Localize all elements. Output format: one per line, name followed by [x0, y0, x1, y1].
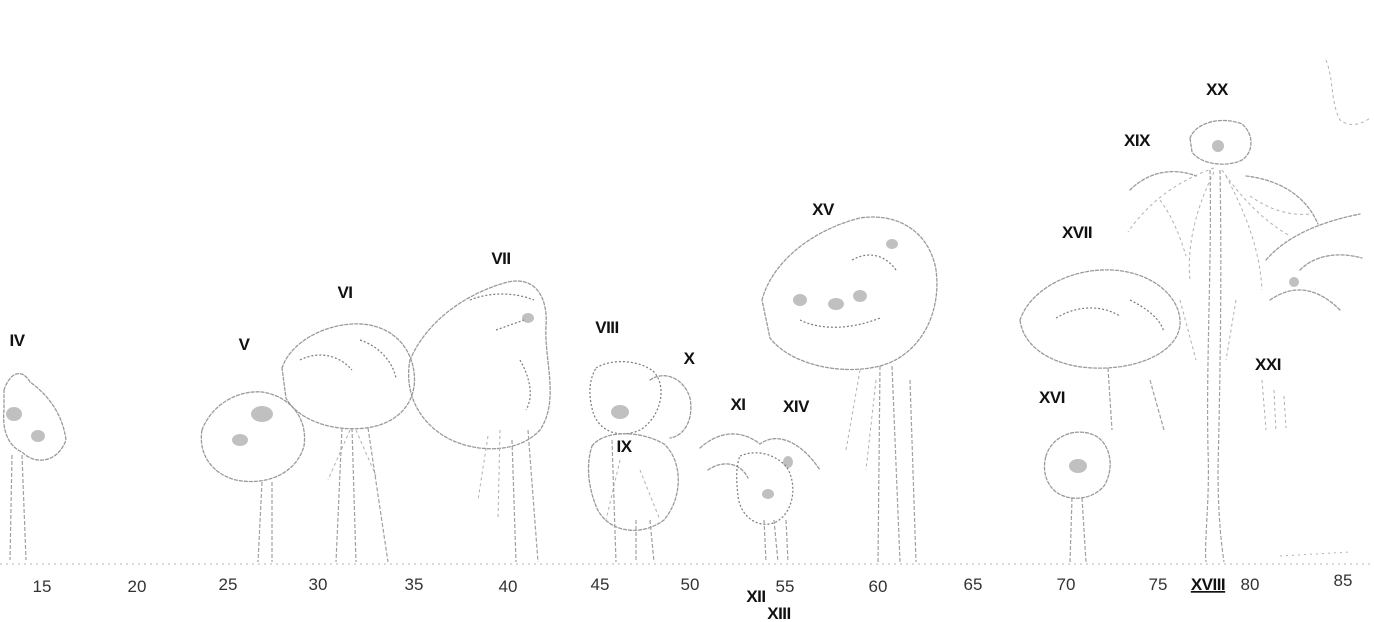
- tree-label-x: X: [684, 349, 696, 368]
- tree-sketch-xvi: [1043, 431, 1111, 563]
- axis-tick-label: 35: [405, 575, 424, 594]
- tree-sketch-xi-xiv: [699, 433, 821, 563]
- tree-label-xiii: XIII: [767, 604, 791, 622]
- tree-label-xix: XIX: [1124, 131, 1151, 150]
- axis-tick-label: 40: [499, 577, 518, 596]
- tree-label-viii: VIII: [595, 318, 619, 337]
- tree-label-ix: IX: [616, 437, 632, 456]
- tree-label-xiv: XIV: [783, 397, 810, 416]
- tree-label-xi: XI: [730, 395, 745, 414]
- axis-tick-label: 65: [964, 575, 983, 594]
- tree-label-xx: XX: [1206, 80, 1229, 99]
- tree-label-xii: XII: [746, 587, 765, 606]
- tree-sketch-iv: [2, 372, 67, 561]
- tree-label-iv: IV: [9, 331, 25, 350]
- axis-tick-label: 45: [591, 575, 610, 594]
- tree-sketch-xxi: [1261, 59, 1371, 433]
- axis-tick-label: 15: [33, 577, 52, 596]
- tree-sketch-x: [649, 375, 692, 439]
- tree-sketch-xv: [761, 216, 938, 563]
- axis-tick-label: 80: [1241, 575, 1260, 594]
- axis-tick-label: 20: [128, 577, 147, 596]
- axis-tick-label: 70: [1057, 575, 1076, 594]
- axis-tick-label: 85: [1334, 571, 1353, 590]
- x-axis-tick-labels: 15 20 25 30 35 40 45 50 55 60 65 70 75 80 85: [33, 571, 1353, 596]
- tree-label-xvii: XVII: [1062, 223, 1092, 242]
- axis-tick-label: 60: [869, 577, 888, 596]
- tree-label-xv: XV: [812, 200, 835, 219]
- tree-sketch-v: [200, 391, 306, 563]
- tree-sketches: [0, 59, 1374, 565]
- tree-sketch-vii: [408, 280, 551, 563]
- tree-label-vii: VII: [491, 249, 510, 268]
- tree-label-xviii: XVIII: [1191, 575, 1225, 594]
- axis-tick-label: 55: [776, 577, 795, 596]
- tree-sketch-xviii-xx: [1127, 119, 1319, 563]
- axis-tick-label: 50: [681, 575, 700, 594]
- tree-label-xvi: XVI: [1039, 388, 1065, 407]
- tree-label-xxi: XXI: [1255, 355, 1281, 374]
- tree-label-v: V: [239, 335, 251, 354]
- tree-label-vi: VI: [337, 283, 352, 302]
- axis-tick-label: 30: [309, 575, 328, 594]
- axis-tick-label: 75: [1149, 575, 1168, 594]
- tree-sketch-vi: [281, 323, 416, 563]
- axis-tick-label: 25: [219, 575, 238, 594]
- tree-sketch-xvii: [1019, 269, 1181, 431]
- tree-sketch-viii: [587, 361, 679, 563]
